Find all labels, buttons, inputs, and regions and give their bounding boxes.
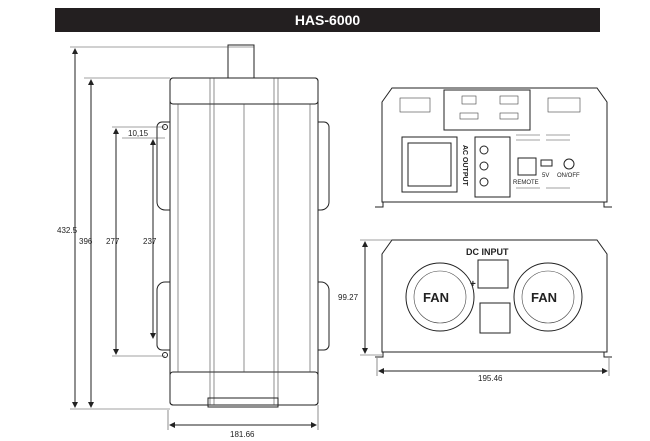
power-label: ON/OFF [557,173,580,179]
dc-terminal-negative [479,302,511,334]
fan-left [405,262,475,332]
dim-slot-offset: 10,15 [128,129,149,138]
back-panel [381,239,608,353]
dim-slot-span: 237 [143,237,157,246]
lcd-display [443,89,531,131]
dim-bracket-span: 277 [106,237,120,246]
dc-input-label: DC INPUT [466,247,509,257]
power-switch [563,158,575,170]
usb-label: 5V [542,173,549,179]
front-panel [381,87,608,203]
fan-left-label: FAN [423,290,449,305]
usb-port [540,159,553,167]
side-connector [227,44,255,79]
dim-back-height: 99.27 [338,293,359,302]
dim-overall-height: 432.5 [57,226,78,235]
fan-right-label: FAN [531,290,557,305]
model-title: HAS-6000 [55,8,600,32]
ac-output-label: AC OUTPUT [461,145,468,187]
plus-label: + [470,279,476,290]
dc-terminal-positive [477,259,509,289]
fan-right [513,262,583,332]
front-view: AC OUTPUT REMOTE 5V ON/OFF [375,87,612,208]
back-view: FAN FAN DC INPUT + 99.27 195.46 [338,239,612,383]
remote-port [517,157,537,176]
dim-back-width: 195.46 [478,374,503,383]
side-view: 432.5 396 277 237 10,15 181.66 [57,44,330,439]
ac-outlet [401,136,458,193]
remote-label: REMOTE [513,180,539,186]
dim-body-height: 396 [79,237,93,246]
dim-width: 181.66 [230,430,255,439]
